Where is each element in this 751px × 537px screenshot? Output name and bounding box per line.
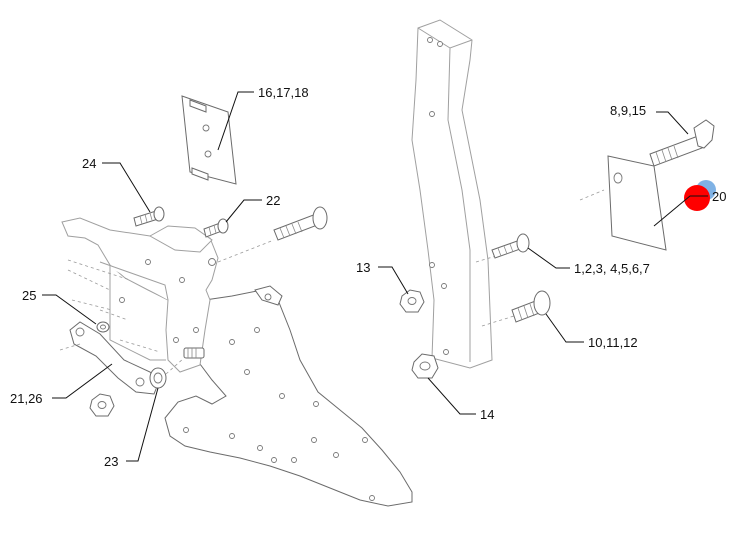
callout-13: 13 <box>356 260 370 275</box>
callout-22: 22 <box>266 193 280 208</box>
callout-21-26: 21,26 <box>10 391 43 406</box>
washer-23 <box>149 367 167 389</box>
frame-bracket <box>61 217 219 373</box>
shim-plate <box>181 95 237 185</box>
hex-nut-14 <box>411 353 439 379</box>
wear-plate-20 <box>579 155 667 251</box>
highlight-marker[interactable] <box>684 185 710 211</box>
callout-10-11-12: 10,11,12 <box>588 335 638 350</box>
stud-bolt <box>183 347 205 359</box>
callout-24: 24 <box>82 156 96 171</box>
callout-14: 14 <box>480 407 494 422</box>
main-mounting-plate <box>164 285 413 507</box>
bolt-24 <box>133 206 165 227</box>
bolt-10-12 <box>511 290 551 323</box>
hex-nut-13 <box>399 289 425 313</box>
callout-23: 23 <box>104 454 118 469</box>
bolt-1-7 <box>491 233 530 259</box>
link-arm <box>69 321 159 395</box>
callout-labels: 16,17,18 24 22 8,9,15 20 13 1,2,3, 4,5,6… <box>10 85 726 469</box>
bolt-8-9-15 <box>649 119 715 167</box>
vertical-beam <box>411 19 515 369</box>
part-20-highlight[interactable] <box>684 180 716 211</box>
callout-8-9-15: 8,9,15 <box>610 103 646 118</box>
bolt-22 <box>203 218 229 238</box>
carriage-bolt <box>273 206 328 241</box>
callout-1-2-3-4-5-6-7: 1,2,3, 4,5,6,7 <box>574 261 650 276</box>
callout-25: 25 <box>22 288 36 303</box>
washer-25 <box>96 321 110 333</box>
callout-20: 20 <box>712 189 726 204</box>
callout-16-17-18: 16,17,18 <box>258 85 309 100</box>
hex-nut-left <box>89 393 115 417</box>
leader-lines <box>42 91 708 462</box>
